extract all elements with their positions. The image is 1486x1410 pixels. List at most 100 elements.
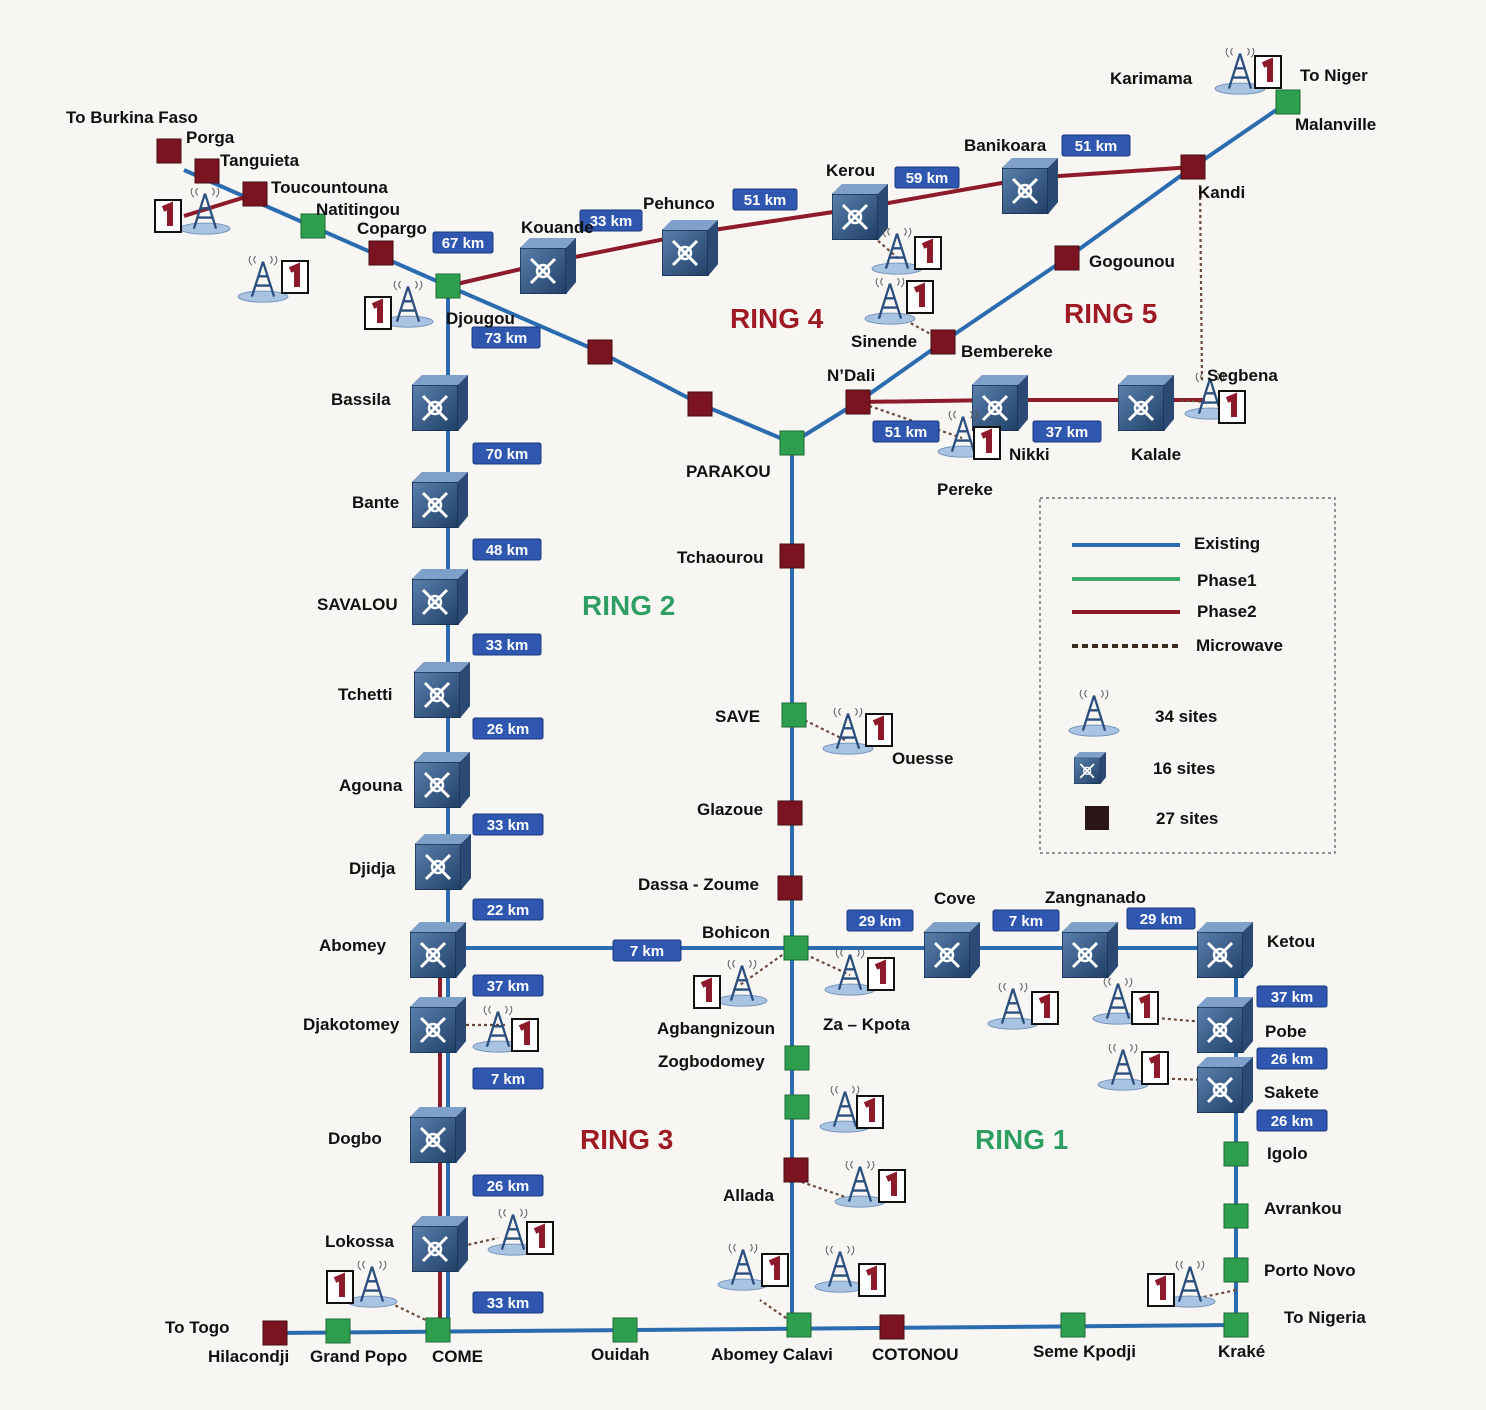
radio-tower-icon [236, 256, 290, 304]
distance-label-box: 33 km [472, 813, 544, 836]
distance-label-box: 70 km [472, 442, 542, 465]
distance-box-bg [846, 909, 914, 932]
switch-site-icon [924, 922, 980, 978]
microwave-terminal-icon [365, 297, 391, 329]
place-label-porga: Porga [186, 128, 235, 147]
place-label-cotonou: COTONOU [872, 1345, 959, 1364]
distance-text: 37 km [487, 978, 530, 995]
place-label-bohicon: Bohicon [702, 923, 770, 942]
distance-box-bg [1256, 985, 1328, 1008]
legend-square-icon [1085, 806, 1109, 830]
phase2-site-marker [156, 138, 182, 164]
radio-tower-icon [833, 1161, 887, 1209]
phase1-site-marker [1223, 1257, 1249, 1283]
phase2-site-marker [194, 158, 220, 184]
distance-box-bg [472, 813, 544, 836]
distance-label-box: 51 km [872, 420, 940, 443]
legend-box [1039, 497, 1336, 854]
phase1-site-marker [435, 273, 461, 299]
phase2-site-marker [879, 1314, 905, 1340]
distance-label-box: 33 km [579, 209, 643, 232]
distance-text: 29 km [859, 913, 902, 930]
microwave-terminal-icon [1148, 1274, 1174, 1306]
place-label-allada: Allada [723, 1186, 775, 1205]
place-label-avrankou: Avrankou [1264, 1199, 1342, 1218]
phase2-site-marker [783, 1157, 809, 1183]
distance-label-box: 48 km [472, 538, 542, 561]
distance-box-bg [472, 442, 542, 465]
place-label-sinende: Sinende [851, 332, 917, 351]
phase1-site-marker [1275, 89, 1301, 115]
microwave-terminal-icon [974, 427, 1000, 459]
place-label-ketou: Ketou [1267, 932, 1315, 951]
distance-label-box: 67 km [432, 231, 494, 254]
microwave-link [1198, 184, 1204, 381]
phase1-site-marker [300, 213, 326, 239]
place-label-ouidah: Ouidah [591, 1345, 650, 1364]
place-label-igolo: Igolo [1267, 1144, 1308, 1163]
phase1-site-marker [425, 1317, 451, 1343]
phase2-site-marker [930, 329, 956, 355]
microwave-terminal-icon [527, 1222, 553, 1254]
phase2-site-marker [1054, 245, 1080, 271]
switch-site-icon [414, 662, 470, 718]
phase2-site-marker [777, 800, 803, 826]
microwave-terminal-icon [762, 1254, 788, 1286]
place-label-save: SAVE [715, 707, 760, 726]
distance-label-box: 33 km [472, 633, 542, 656]
place-label-semekpodji: Seme Kpodji [1033, 1342, 1136, 1361]
distance-text: 33 km [486, 637, 529, 654]
microwave-terminal-icon [1255, 56, 1281, 88]
place-label-pehunco: Pehunco [643, 194, 715, 213]
place-label-zangnanado: Zangnanado [1045, 888, 1146, 907]
place-label-lokossa: Lokossa [325, 1232, 395, 1251]
switch-site-icon [412, 472, 468, 528]
distance-box-bg [1032, 420, 1102, 443]
phase2-site-marker [845, 389, 871, 415]
distance-label-box: 59 km [894, 166, 960, 189]
legend-tower-icon [1067, 690, 1121, 738]
distance-box-bg [472, 974, 544, 997]
distance-box-bg [472, 1174, 544, 1197]
place-label-abomey: Abomey [319, 936, 387, 955]
place-label-karimama: Karimama [1110, 69, 1193, 88]
distance-text: 26 km [1271, 1113, 1314, 1130]
switch-site-icon [410, 997, 466, 1053]
microwave-terminal-icon [1219, 391, 1245, 423]
microwave-link [795, 1178, 849, 1200]
distance-box-bg [1256, 1109, 1328, 1132]
distance-text: 26 km [1271, 1051, 1314, 1068]
distance-box-bg [472, 717, 544, 740]
microwave-terminal-icon [512, 1019, 538, 1051]
place-label-malanville: Malanville [1295, 115, 1376, 134]
distance-text: 67 km [442, 235, 485, 252]
microwave-terminal-icon [282, 261, 308, 293]
phase2-site-marker [1180, 154, 1206, 180]
microwave-terminal-icon [859, 1264, 885, 1296]
phase2-site-marker [242, 181, 268, 207]
radio-tower-icon [716, 1244, 770, 1292]
phase1-site-marker [784, 1094, 810, 1120]
distance-text: 7 km [491, 1071, 525, 1088]
microwave-link [1179, 398, 1206, 404]
distance-text: 33 km [487, 817, 530, 834]
radio-tower-icon [715, 960, 769, 1008]
distance-text: 51 km [744, 192, 787, 209]
place-label-nikki: Nikki [1009, 445, 1050, 464]
switch-site-icon [412, 569, 468, 625]
phase2-site-marker [779, 543, 805, 569]
to-niger-label: To Niger [1300, 66, 1368, 85]
distance-label-box: 26 km [1256, 1047, 1328, 1070]
switch-site-icon [414, 752, 470, 808]
place-label-dassa: Dassa - Zoume [638, 875, 759, 894]
place-label-djakotomey: Djakotomey [303, 1015, 400, 1034]
switch-site-icon [520, 238, 576, 294]
place-label-portonovo: Porto Novo [1264, 1261, 1356, 1280]
microwave-terminal-icon [907, 281, 933, 313]
distance-text: 51 km [885, 424, 928, 441]
place-label-segbena: Segbena [1207, 366, 1278, 385]
place-label-djidja: Djidja [349, 859, 396, 878]
distance-box-bg [471, 326, 541, 349]
ring-2-label: RING 2 [582, 590, 675, 621]
